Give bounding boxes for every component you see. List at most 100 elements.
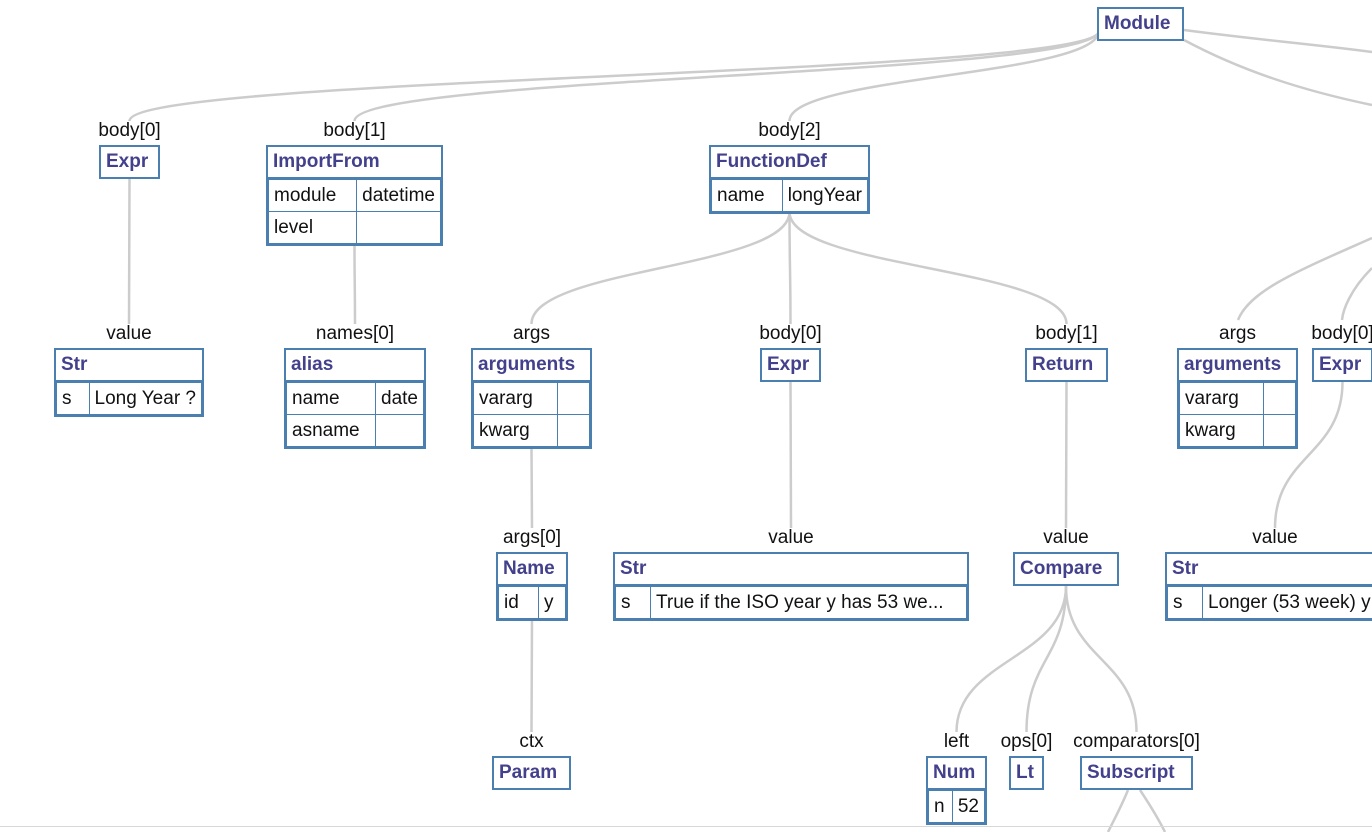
node-type-str2: Str xyxy=(1167,554,1372,586)
edge-offscreen-arguments2 xyxy=(1236,236,1372,321)
field-key: s xyxy=(56,382,90,415)
node-type-str1: Str xyxy=(615,554,967,586)
field-key: kwarg xyxy=(473,414,558,447)
edge-label-funcdef: body[2] xyxy=(758,120,821,141)
edge-label-str0: value xyxy=(106,323,152,344)
edge-module-offscreen-2 xyxy=(1183,38,1372,107)
edge-funcdef-expr1 xyxy=(788,211,792,325)
edge-label-lt: ops[0] xyxy=(1000,731,1053,752)
field-value xyxy=(1263,414,1296,447)
node-type-name1: Name xyxy=(498,554,566,586)
node-return1[interactable]: Return xyxy=(1025,348,1108,382)
field-key: vararg xyxy=(1179,382,1264,415)
field-key: s xyxy=(615,586,651,619)
node-type-expr0: Expr xyxy=(106,151,149,172)
edge-module-expr0 xyxy=(128,30,1101,122)
node-expr2[interactable]: Expr xyxy=(1312,348,1372,382)
edge-label-param: ctx xyxy=(519,731,544,752)
field-key: kwarg xyxy=(1179,414,1264,447)
field-key: name xyxy=(285,382,377,415)
node-type-return1: Return xyxy=(1032,354,1094,375)
field-key: id xyxy=(498,586,539,619)
edge-label-return1: body[1] xyxy=(1035,323,1098,344)
edge-label-name1: args[0] xyxy=(502,527,562,548)
node-expr1[interactable]: Expr xyxy=(760,348,821,382)
field-value: datetime xyxy=(356,179,441,212)
edge-module-offscreen-1 xyxy=(1183,28,1372,54)
edge-return1-compare xyxy=(1064,381,1068,529)
field-row: level xyxy=(267,211,441,244)
field-row: kwarg xyxy=(473,414,590,447)
field-key: vararg xyxy=(473,382,558,415)
node-type-funcdef: FunctionDef xyxy=(711,147,868,179)
field-value: date xyxy=(375,382,424,415)
node-type-importfrom: ImportFrom xyxy=(268,147,441,179)
edge-label-importfrom: body[1] xyxy=(323,120,386,141)
field-key: module xyxy=(267,179,358,212)
node-lt[interactable]: Lt xyxy=(1009,756,1044,790)
edge-funcdef-return1 xyxy=(788,211,1068,325)
edge-name1-param xyxy=(530,618,534,733)
field-row: vararg xyxy=(473,382,590,415)
field-row: kwarg xyxy=(1179,414,1296,447)
edge-label-subscript: comparators[0] xyxy=(1073,731,1200,752)
field-key: asname xyxy=(285,414,377,447)
field-value xyxy=(375,414,424,447)
edge-compare-lt xyxy=(1025,585,1068,733)
edge-label-arguments1: args xyxy=(513,323,550,344)
field-value: longYear xyxy=(781,179,869,212)
edge-arguments1-name1 xyxy=(530,447,534,529)
edge-importfrom-alias xyxy=(353,244,357,325)
field-value: True if the ISO year y has 53 we... xyxy=(650,586,967,619)
node-type-subscript: Subscript xyxy=(1087,762,1175,783)
node-type-str0: Str xyxy=(56,350,202,382)
node-expr0[interactable]: Expr xyxy=(99,145,160,179)
field-key: s xyxy=(1167,586,1203,619)
field-value xyxy=(1263,382,1296,415)
edge-expr0-str0 xyxy=(127,178,131,325)
node-module[interactable]: Module xyxy=(1097,7,1184,41)
node-type-compare: Compare xyxy=(1020,558,1103,579)
node-type-param: Param xyxy=(499,762,558,783)
field-row: asname xyxy=(285,414,424,447)
edge-compare-subscript xyxy=(1064,585,1138,733)
node-type-module: Module xyxy=(1104,13,1171,34)
viewport-bottom-border xyxy=(0,826,1372,827)
node-type-lt: Lt xyxy=(1016,762,1034,783)
field-key: level xyxy=(267,211,358,244)
edge-label-str1: value xyxy=(768,527,814,548)
node-param[interactable]: Param xyxy=(492,756,571,790)
edge-label-expr1: body[0] xyxy=(759,323,822,344)
node-compare[interactable]: Compare xyxy=(1013,552,1119,586)
edge-label-expr2: body[0] xyxy=(1311,323,1372,344)
node-subscript[interactable]: Subscript xyxy=(1080,756,1193,790)
edge-label-compare: value xyxy=(1043,527,1089,548)
field-value: Long Year ? xyxy=(88,382,203,415)
node-type-alias: alias xyxy=(286,350,424,382)
field-value: 52 xyxy=(951,790,986,823)
node-type-num: Num xyxy=(928,758,985,790)
field-value xyxy=(356,211,441,244)
field-value: y xyxy=(538,586,566,619)
field-value xyxy=(557,414,590,447)
